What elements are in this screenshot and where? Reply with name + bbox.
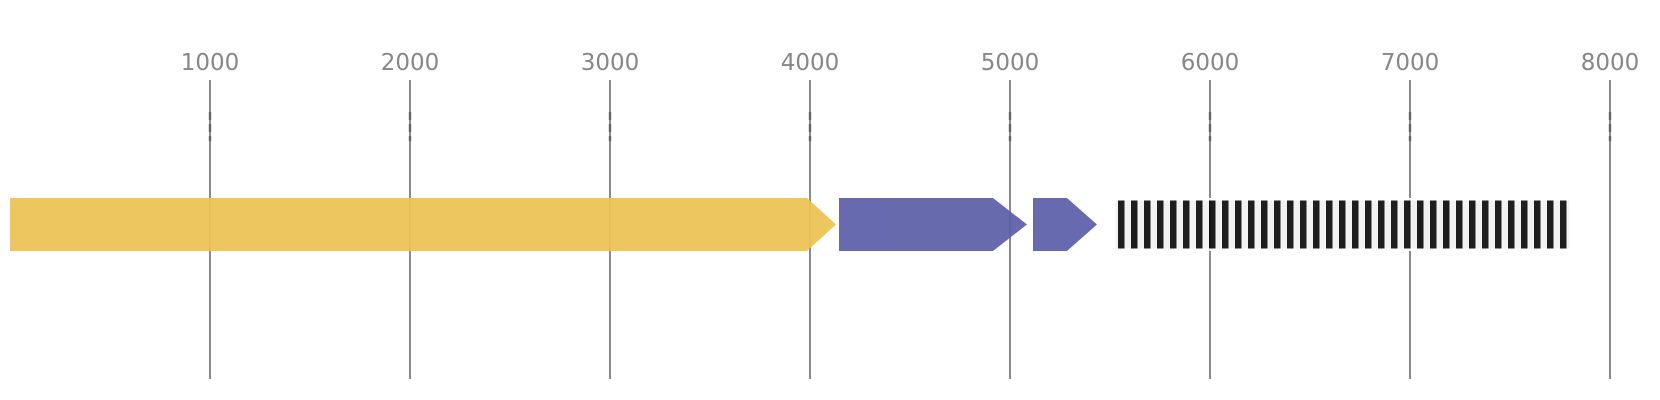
hatched-box-stripes bbox=[1115, 200, 1570, 249]
hatched-feature-box bbox=[1113, 198, 1572, 251]
feature-layer bbox=[10, 198, 1572, 251]
gene-arrow-3 bbox=[1033, 198, 1097, 251]
gene-arrow-2 bbox=[839, 198, 1027, 251]
tick-label-5000: 5000 bbox=[981, 50, 1040, 76]
gene-arrow-1 bbox=[10, 198, 836, 251]
tick-label-7000: 7000 bbox=[1381, 50, 1440, 76]
tick-label-2000: 2000 bbox=[381, 50, 440, 76]
axis-tick-labels: 1000 2000 3000 4000 5000 6000 7000 8000 bbox=[181, 50, 1640, 76]
tick-label-8000: 8000 bbox=[1581, 50, 1640, 76]
tick-label-3000: 3000 bbox=[581, 50, 640, 76]
tick-label-1000: 1000 bbox=[181, 50, 240, 76]
tick-label-4000: 4000 bbox=[781, 50, 840, 76]
tick-label-6000: 6000 bbox=[1181, 50, 1240, 76]
